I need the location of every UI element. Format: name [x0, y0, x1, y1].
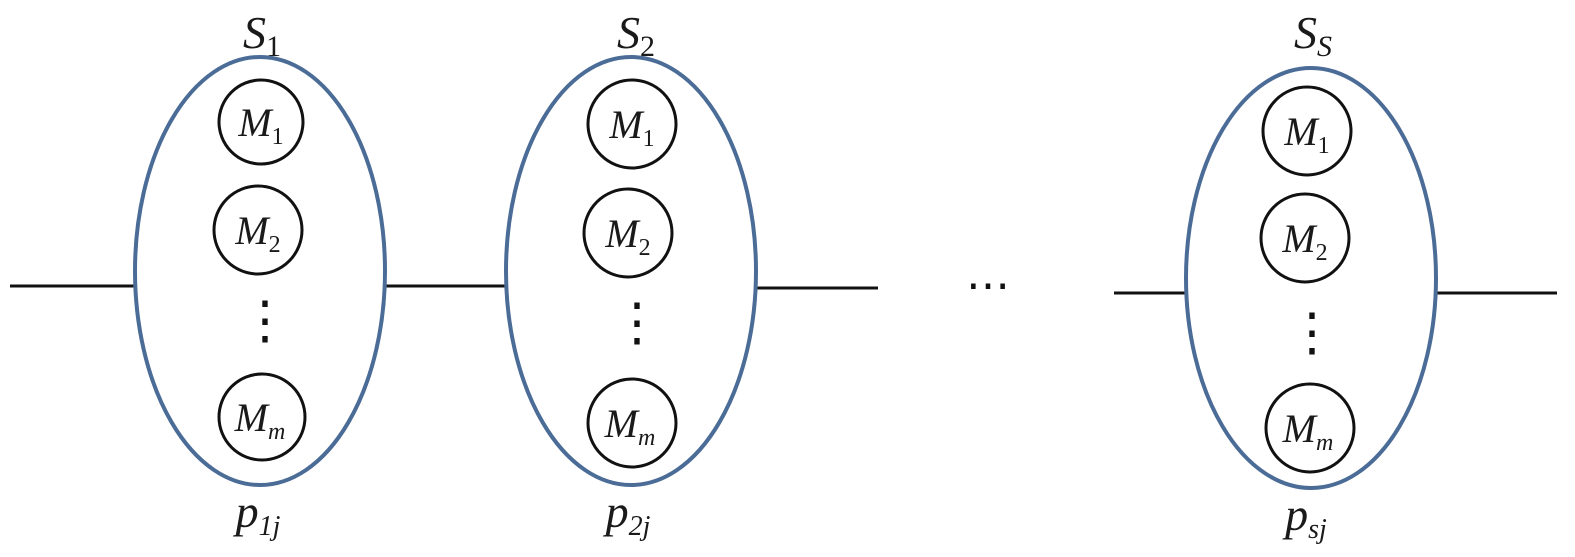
stage-ellipsis: ⋯ — [966, 261, 1010, 310]
stage-s-machine-2-label: M2 — [1281, 216, 1327, 266]
stage-s-machine-m-circle — [1264, 382, 1356, 474]
stage-2-outline — [504, 55, 758, 487]
stage-1-label: S1 — [243, 7, 281, 63]
stage-2-label: S2 — [617, 7, 655, 63]
stage-2-vdots: ⋮ — [611, 293, 663, 353]
stage-1-machine-1-circle — [217, 78, 305, 166]
stage-s-machine-m-label: Mm — [1282, 406, 1334, 456]
stage-1-machine-2-circle — [212, 184, 304, 276]
stage-1-machine-2-label: M2 — [234, 208, 280, 258]
stage-1-probability: p1j — [233, 486, 281, 542]
stage-2-machine-2-label: M2 — [604, 211, 650, 261]
stage-s-outline — [1184, 66, 1438, 490]
stage-2-machine-m-circle — [586, 377, 678, 469]
stage-1-machine-1-label: M1 — [237, 100, 283, 150]
stage-s-machine-2-circle — [1259, 192, 1351, 284]
stage-s-machine-1-circle — [1261, 85, 1353, 177]
stage-1-machine-m-label: Mm — [234, 395, 286, 445]
stage-s: SS M1 M2 ⋮ Mm psj — [1184, 7, 1438, 545]
stage-2-machine-2-circle — [582, 187, 674, 279]
stage-2-machine-1-circle — [586, 78, 678, 170]
stage-2: S2 M1 M2 ⋮ Mm p2j — [504, 7, 758, 542]
stage-1: S1 M1 M2 ⋮ Mm p1j — [133, 7, 387, 542]
stage-s-label: SS — [1294, 7, 1332, 63]
stage-s-vdots: ⋮ — [1286, 303, 1338, 363]
stage-2-probability: p2j — [603, 486, 651, 542]
stage-1-machine-m-circle — [217, 372, 307, 462]
stage-1-outline — [133, 55, 387, 487]
stage-2-machine-1-label: M1 — [608, 102, 654, 152]
stage-2-machine-m-label: Mm — [604, 401, 656, 451]
stage-s-machine-1-label: M1 — [1283, 109, 1329, 159]
stage-s-probability: psj — [1282, 489, 1327, 545]
stage-1-vdots: ⋮ — [239, 291, 291, 351]
